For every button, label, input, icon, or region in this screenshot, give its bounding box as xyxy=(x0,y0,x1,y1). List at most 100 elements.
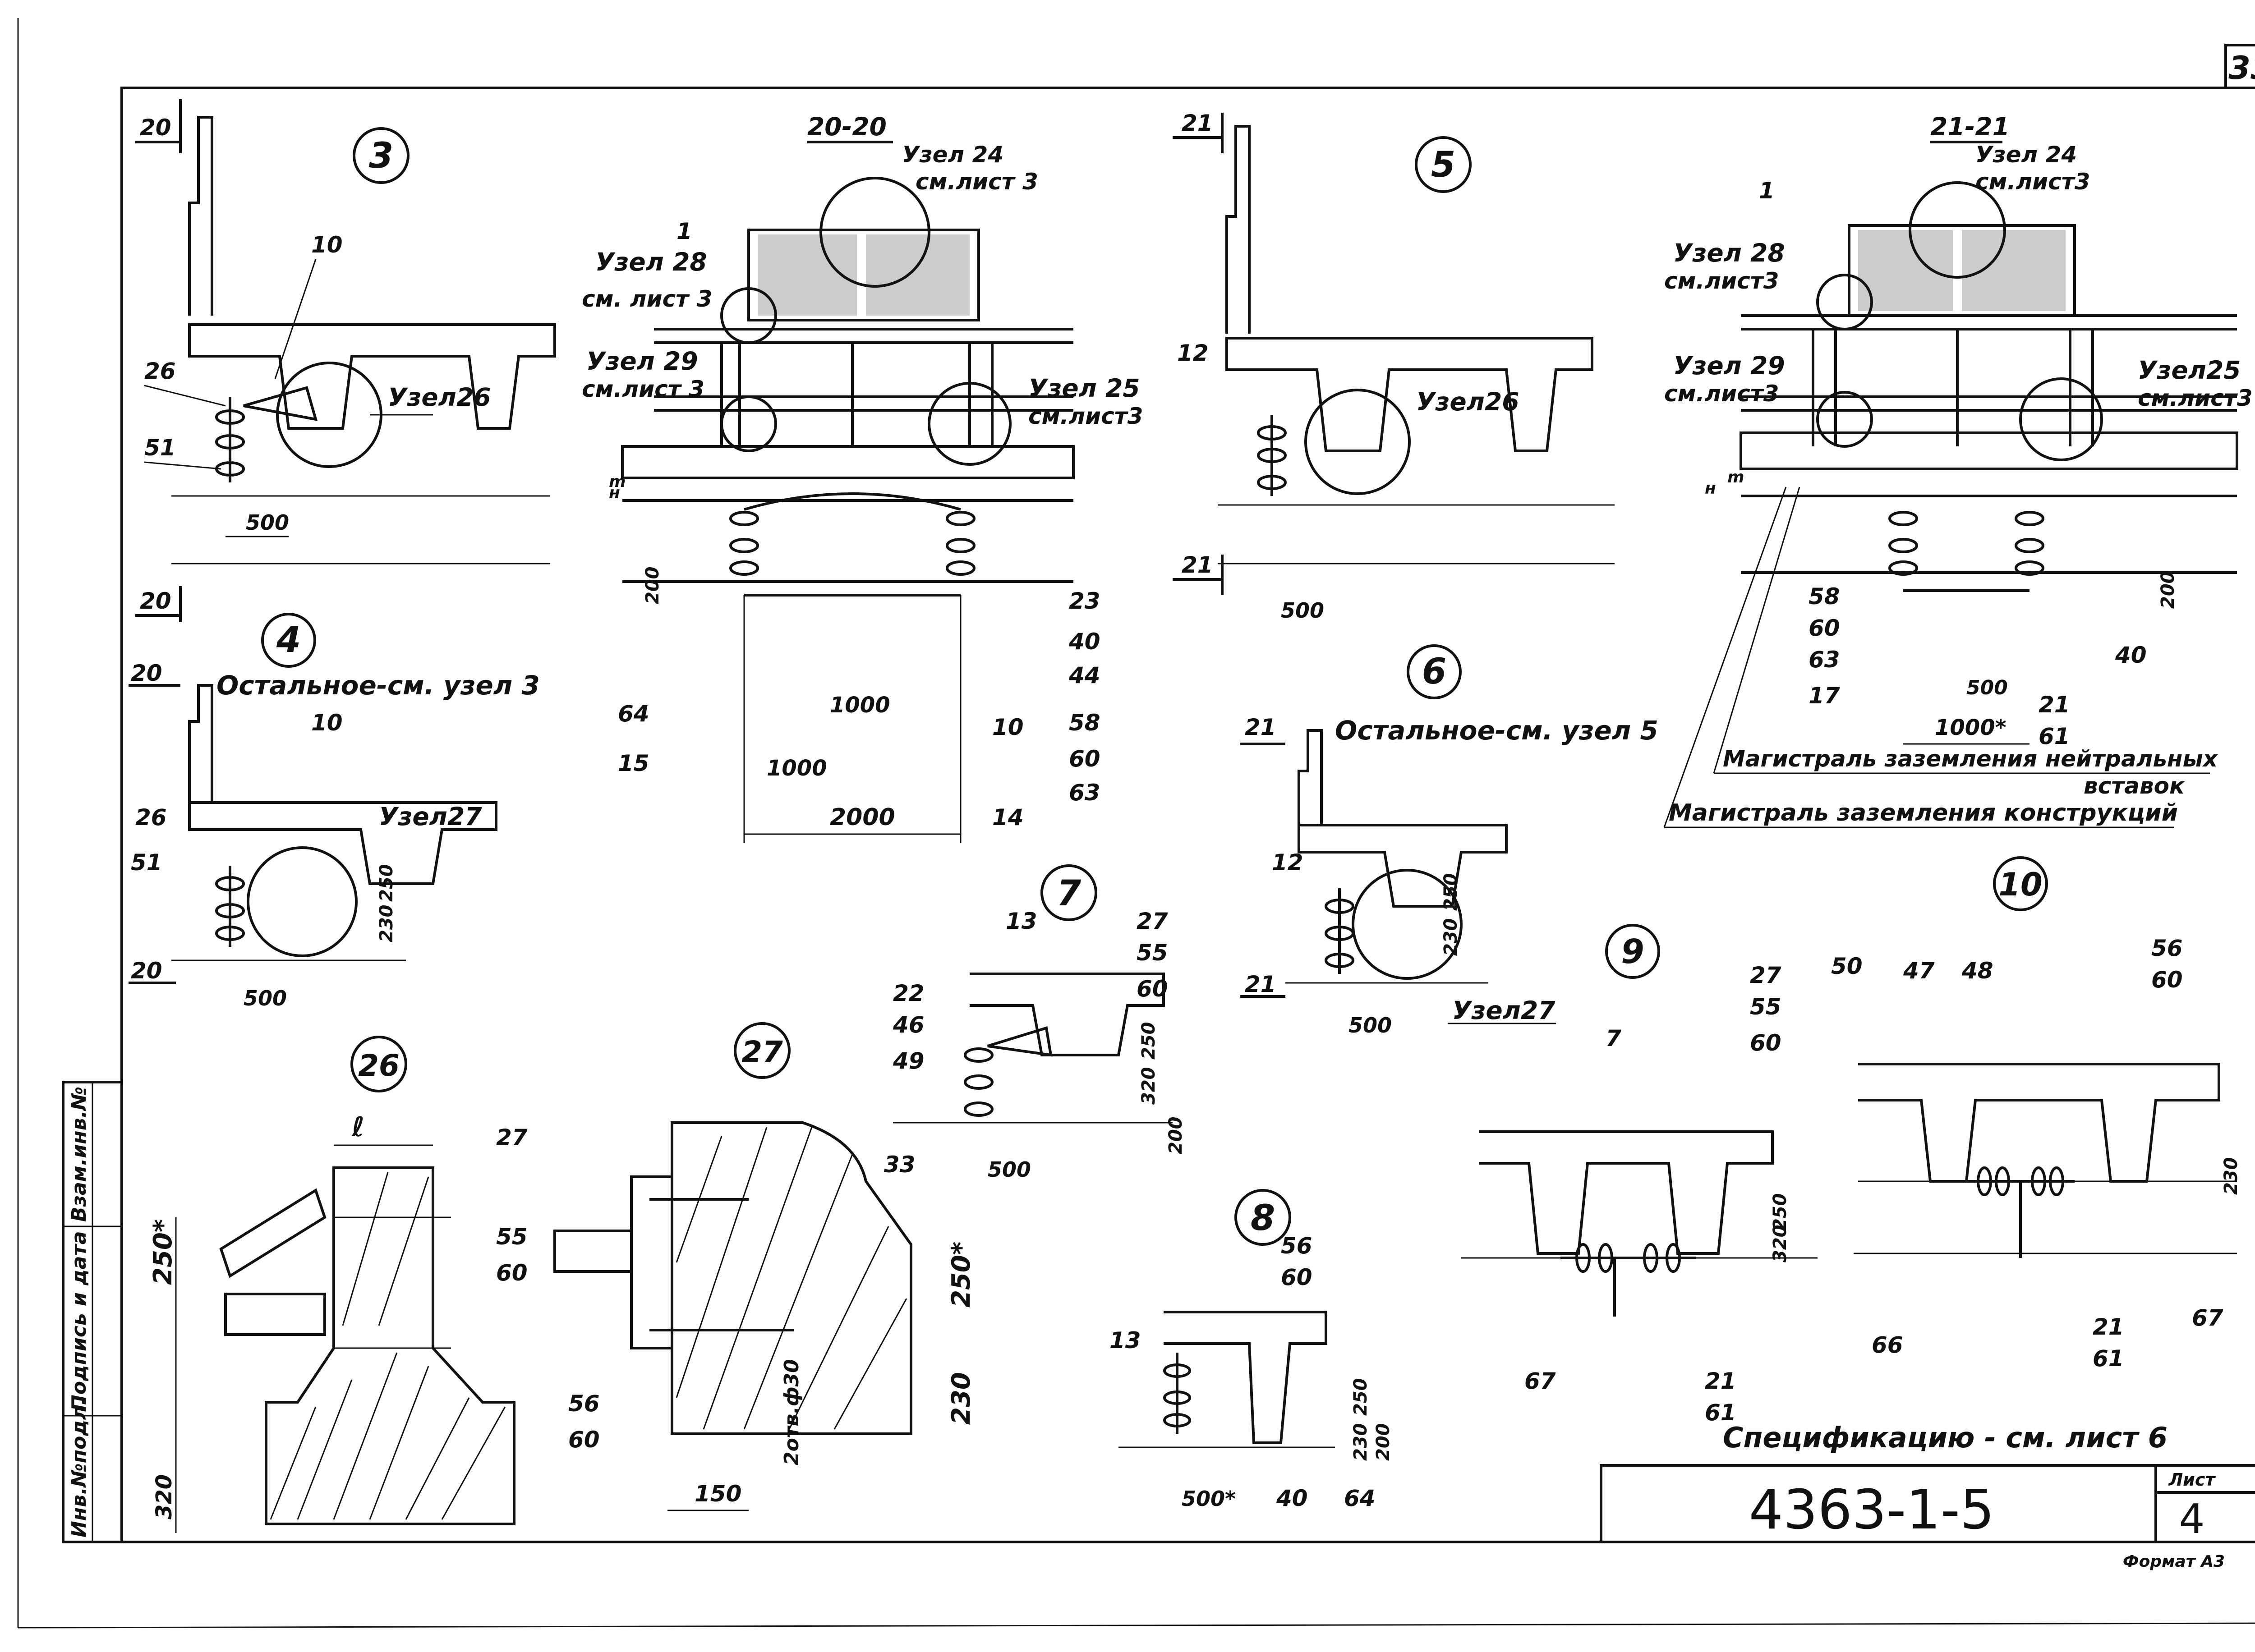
svg-text:1000: 1000 xyxy=(767,756,827,781)
svg-text:60: 60 xyxy=(1137,976,1168,1002)
node-5: 5 21 21 12 Узел26 500 xyxy=(1173,110,1615,623)
svg-text:500: 500 xyxy=(1966,676,2008,699)
svg-text:250: 250 xyxy=(1770,1193,1790,1231)
section-21-title: 21-21 xyxy=(1930,112,2010,141)
svg-text:60: 60 xyxy=(496,1260,528,1286)
node-5-callout: Узел26 xyxy=(1416,387,1519,416)
svg-text:50: 50 xyxy=(1831,953,1863,979)
svg-text:Магистраль заземления нейтраль: Магистраль заземления нейтральных xyxy=(1723,746,2218,772)
section-21-21: 21-21 Узел 24 см.лист3 Узел 28 см.лист3 … xyxy=(1663,112,2253,828)
svg-text:500: 500 xyxy=(244,986,287,1010)
svg-text:15: 15 xyxy=(618,750,649,776)
node-3-label-10: 10 xyxy=(311,232,343,258)
svg-text:250*: 250* xyxy=(947,1242,976,1308)
node-4-number: 4 xyxy=(276,620,301,661)
svg-text:см.лист3: см.лист3 xyxy=(2138,385,2253,411)
svg-text:н: н xyxy=(609,484,620,502)
node-4-callout: Узел27 xyxy=(379,802,482,831)
node-8: 8 56 60 13 250 230 200 500* 40 64 xyxy=(1109,1189,1394,1511)
node-3: 3 20 20 10 26 51 Узел26 500 xyxy=(135,99,556,622)
svg-text:см.лист 3: см.лист 3 xyxy=(916,169,1038,195)
svg-text:см. лист 3: см. лист 3 xyxy=(582,286,712,312)
node-3-marker-top: 20 xyxy=(140,115,171,141)
node-3-marker-bot: 20 xyxy=(140,588,171,614)
node-3-number: 3 xyxy=(369,136,393,176)
svg-text:66: 66 xyxy=(1872,1332,1903,1358)
cabinet xyxy=(747,229,980,321)
svg-text:40: 40 xyxy=(2115,642,2147,668)
node-9-number: 9 xyxy=(1621,932,1644,971)
stamp-vzam-inv: Взам.инв.№ xyxy=(68,1087,91,1222)
svg-text:ℓ: ℓ xyxy=(351,1111,364,1143)
svg-text:500: 500 xyxy=(988,1157,1031,1182)
svg-text:20: 20 xyxy=(131,660,162,686)
svg-text:Узел 29: Узел 29 xyxy=(586,347,698,376)
svg-text:40: 40 xyxy=(1068,629,1100,655)
svg-text:21: 21 xyxy=(2093,1314,2124,1340)
svg-text:н: н xyxy=(1705,479,1716,498)
svg-text:61: 61 xyxy=(1705,1400,1736,1426)
svg-text:320: 320 xyxy=(152,1474,177,1519)
section-20-title: 20-20 xyxy=(807,112,887,141)
svg-text:7: 7 xyxy=(1606,1025,1621,1051)
svg-text:500*: 500* xyxy=(1182,1487,1236,1511)
svg-text:61: 61 xyxy=(2039,723,2070,749)
svg-text:63: 63 xyxy=(1069,780,1100,806)
title-code: 4363-1-5 xyxy=(1749,1479,1995,1542)
svg-text:см.лист 3: см.лист 3 xyxy=(582,376,704,402)
node-6-callout: Узел27 xyxy=(1452,996,1555,1025)
svg-text:200: 200 xyxy=(2158,571,2178,609)
svg-text:Узел 24: Узел 24 xyxy=(1975,142,2077,168)
svg-text:56: 56 xyxy=(1281,1233,1312,1259)
section-20-20: 20-20 Узел 24 см.лист 3 Узел 28 см. лист… xyxy=(582,112,1143,843)
page-number: 33 xyxy=(2228,50,2255,87)
svg-text:64: 64 xyxy=(618,701,649,727)
node-6-number: 6 xyxy=(1422,652,1446,692)
svg-text:500: 500 xyxy=(1281,598,1324,623)
node-10: 10 50 47 48 56 60 230 66 21 61 67 xyxy=(1831,856,2241,1372)
svg-text:500: 500 xyxy=(1348,1013,1392,1037)
svg-text:48: 48 xyxy=(1961,958,1993,984)
node-4: 4 Остальное-см. узел 3 20 20 10 26 51 50… xyxy=(129,613,540,1010)
side-stamp: Инв.№подл. Подпись и дата Взам.инв.№ xyxy=(62,1081,123,1543)
svg-text:67: 67 xyxy=(2192,1305,2223,1331)
node-26: 26 ℓ 27 55 60 250* 320 xyxy=(148,1036,528,1533)
svg-text:250: 250 xyxy=(1350,1378,1371,1416)
svg-text:56: 56 xyxy=(568,1390,600,1417)
svg-text:56: 56 xyxy=(2151,935,2183,961)
svg-text:33: 33 xyxy=(884,1152,916,1178)
svg-text:250: 250 xyxy=(376,864,397,902)
svg-text:64: 64 xyxy=(1344,1485,1376,1511)
stamp-podpis-data: Подпись и дата xyxy=(68,1231,91,1411)
svg-text:21: 21 xyxy=(2039,692,2070,718)
svg-text:21: 21 xyxy=(1182,552,1213,578)
svg-text:m: m xyxy=(609,473,626,491)
sheet-label: Лист xyxy=(2168,1470,2216,1490)
node-7: 7 13 27 55 60 22 46 49 33 250 320 200 50… xyxy=(884,864,1186,1182)
svg-text:230: 230 xyxy=(376,905,397,943)
outer-frame-bottom xyxy=(18,1622,2255,1629)
svg-text:47: 47 xyxy=(1903,958,1935,984)
svg-text:40: 40 xyxy=(1276,1485,1308,1511)
svg-text:Узел 28: Узел 28 xyxy=(1673,239,1785,267)
svg-text:23: 23 xyxy=(1069,588,1100,614)
svg-text:1: 1 xyxy=(1759,178,1775,204)
title-block: 4363-1-5 Лист 4 Формат А3 xyxy=(1600,1464,2255,1571)
svg-text:58: 58 xyxy=(1809,583,1840,610)
svg-text:60: 60 xyxy=(1069,746,1100,772)
svg-text:10: 10 xyxy=(992,714,1024,740)
format-label: Формат А3 xyxy=(2123,1552,2225,1571)
svg-text:Узел 24: Узел 24 xyxy=(902,142,1003,168)
spec-note: Спецификацию - см. лист 6 xyxy=(1723,1421,2168,1454)
svg-text:250*: 250* xyxy=(148,1219,178,1285)
svg-text:320: 320 xyxy=(1770,1225,1790,1263)
svg-text:13: 13 xyxy=(1006,908,1037,934)
svg-text:вставок: вставок xyxy=(2084,773,2185,799)
node-3-callout: Узел26 xyxy=(388,383,491,412)
node-4-note: Остальное-см. узел 3 xyxy=(216,670,540,701)
svg-text:60: 60 xyxy=(1281,1264,1312,1290)
svg-text:63: 63 xyxy=(1809,647,1840,673)
svg-text:55: 55 xyxy=(1750,994,1781,1020)
svg-text:250: 250 xyxy=(1138,1022,1159,1060)
svg-text:20: 20 xyxy=(131,958,162,984)
